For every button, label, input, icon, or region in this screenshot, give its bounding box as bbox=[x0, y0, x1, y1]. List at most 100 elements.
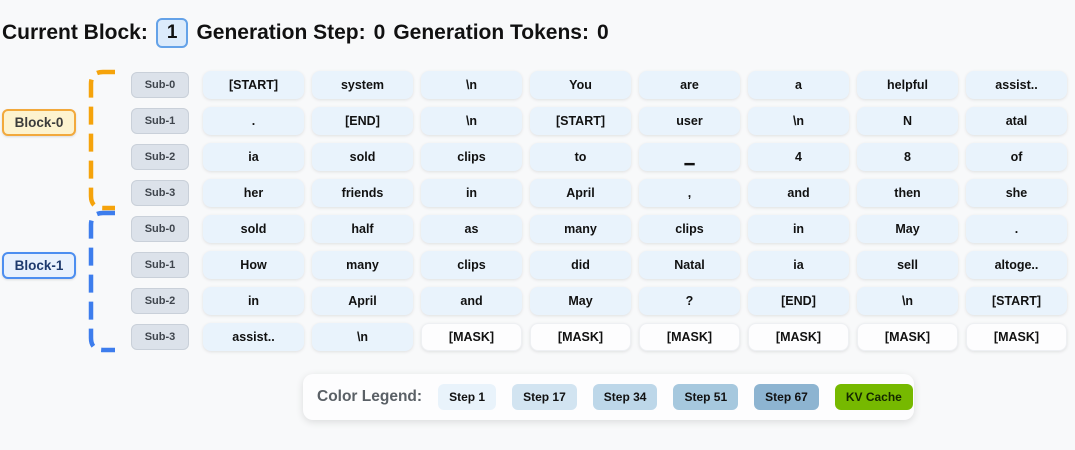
token-cell: clips bbox=[421, 143, 522, 171]
current-block-label: Current Block: bbox=[2, 20, 148, 44]
token-cell: did bbox=[530, 251, 631, 279]
block-1-bracket-icon bbox=[88, 210, 115, 353]
token-cell: sold bbox=[203, 215, 304, 243]
token-cell: , bbox=[639, 179, 740, 207]
token-cell: [MASK] bbox=[639, 323, 740, 351]
legend-chips: Step 1 Step 17 Step 34 Step 51 Step 67 KV Cac… bbox=[438, 384, 913, 410]
block-1-label: Block-1 bbox=[2, 252, 76, 279]
sub-row: Sub-3 assist..\n[MASK][MASK][MASK][MASK]… bbox=[131, 323, 1067, 351]
legend-title: Color Legend: bbox=[317, 388, 423, 405]
token-cell: atal bbox=[966, 107, 1067, 135]
sub-block-label: Sub-0 bbox=[131, 72, 189, 98]
token-cell: Natal bbox=[639, 251, 740, 279]
token-cell: [MASK] bbox=[530, 323, 631, 351]
token-cell: April bbox=[530, 179, 631, 207]
legend-chip: Step 17 bbox=[512, 384, 577, 410]
token-cell: and bbox=[748, 179, 849, 207]
token-cell: How bbox=[203, 251, 304, 279]
color-legend: Color Legend: Step 1 Step 17 Step 34 Step 5… bbox=[303, 374, 914, 420]
sub-block-label: Sub-1 bbox=[131, 108, 189, 134]
token-cell: [START] bbox=[203, 71, 304, 99]
token-cell: as bbox=[421, 215, 522, 243]
token-cell: [END] bbox=[312, 107, 413, 135]
token-cell: May bbox=[857, 215, 958, 243]
token-cell: \n bbox=[421, 71, 522, 99]
legend-chip: Step 1 bbox=[438, 384, 497, 410]
token-cell: ia bbox=[748, 251, 849, 279]
token-cell: in bbox=[748, 215, 849, 243]
token-cell: [MASK] bbox=[966, 323, 1067, 351]
legend-chip: Step 51 bbox=[673, 384, 739, 410]
token-cell: [START] bbox=[966, 287, 1067, 315]
token-cell: \n bbox=[748, 107, 849, 135]
legend-chip: Step 67 bbox=[754, 384, 819, 410]
token-cell: to bbox=[530, 143, 631, 171]
generation-tokens-label: Generation Tokens: bbox=[393, 20, 589, 44]
token-cell: clips bbox=[639, 215, 740, 243]
token-cell: [END] bbox=[748, 287, 849, 315]
token-cell: sell bbox=[857, 251, 958, 279]
token-cell: a bbox=[748, 71, 849, 99]
token-row: assist..\n[MASK][MASK][MASK][MASK][MASK]… bbox=[203, 323, 1067, 351]
token-cell: ia bbox=[203, 143, 304, 171]
block-0-label: Block-0 bbox=[2, 109, 76, 136]
generation-step-label: Generation Step: bbox=[196, 20, 366, 44]
header: Current Block: 1 Generation Step: 0 Gene… bbox=[2, 18, 609, 48]
token-cell: half bbox=[312, 215, 413, 243]
current-block-badge: 1 bbox=[155, 18, 189, 48]
token-cell: You bbox=[530, 71, 631, 99]
token-cell: [MASK] bbox=[857, 323, 958, 351]
sub-block-label: Sub-2 bbox=[131, 288, 189, 314]
token-cell: \n bbox=[421, 107, 522, 135]
token-cell: friends bbox=[312, 179, 413, 207]
token-cell: . bbox=[966, 215, 1067, 243]
legend-chip: Step 34 bbox=[592, 384, 658, 410]
token-cell: many bbox=[530, 215, 631, 243]
generation-tokens-value: 0 bbox=[596, 20, 609, 44]
token-cell: \n bbox=[312, 323, 413, 351]
legend-chip: KV Cache bbox=[834, 384, 913, 410]
token-cell: many bbox=[312, 251, 413, 279]
token-cell: and bbox=[421, 287, 522, 315]
token-cell: are bbox=[639, 71, 740, 99]
token-cell: [START] bbox=[530, 107, 631, 135]
sub-block-label: Sub-1 bbox=[131, 252, 189, 278]
token-cell: April bbox=[312, 287, 413, 315]
token-cell: May bbox=[530, 287, 631, 315]
token-cell: 8 bbox=[857, 143, 958, 171]
sub-block-label: Sub-3 bbox=[131, 180, 189, 206]
sub-block-label: Sub-2 bbox=[131, 144, 189, 170]
token-cell: her bbox=[203, 179, 304, 207]
token-cell: assist.. bbox=[966, 71, 1067, 99]
token-cell: [MASK] bbox=[421, 323, 522, 351]
sub-block-label: Sub-3 bbox=[131, 324, 189, 350]
token-cell: system bbox=[312, 71, 413, 99]
token-cell: then bbox=[857, 179, 958, 207]
token-cell: of bbox=[966, 143, 1067, 171]
token-cell: in bbox=[203, 287, 304, 315]
token-cell: in bbox=[421, 179, 522, 207]
block-0-bracket-icon bbox=[88, 69, 115, 211]
token-cell: N bbox=[857, 107, 958, 135]
token-cell: [MASK] bbox=[748, 323, 849, 351]
token-cell: ? bbox=[639, 287, 740, 315]
token-cell: . bbox=[203, 107, 304, 135]
token-cell: she bbox=[966, 179, 1067, 207]
token-cell: ▁ bbox=[639, 143, 740, 171]
token-cell: 4 bbox=[748, 143, 849, 171]
